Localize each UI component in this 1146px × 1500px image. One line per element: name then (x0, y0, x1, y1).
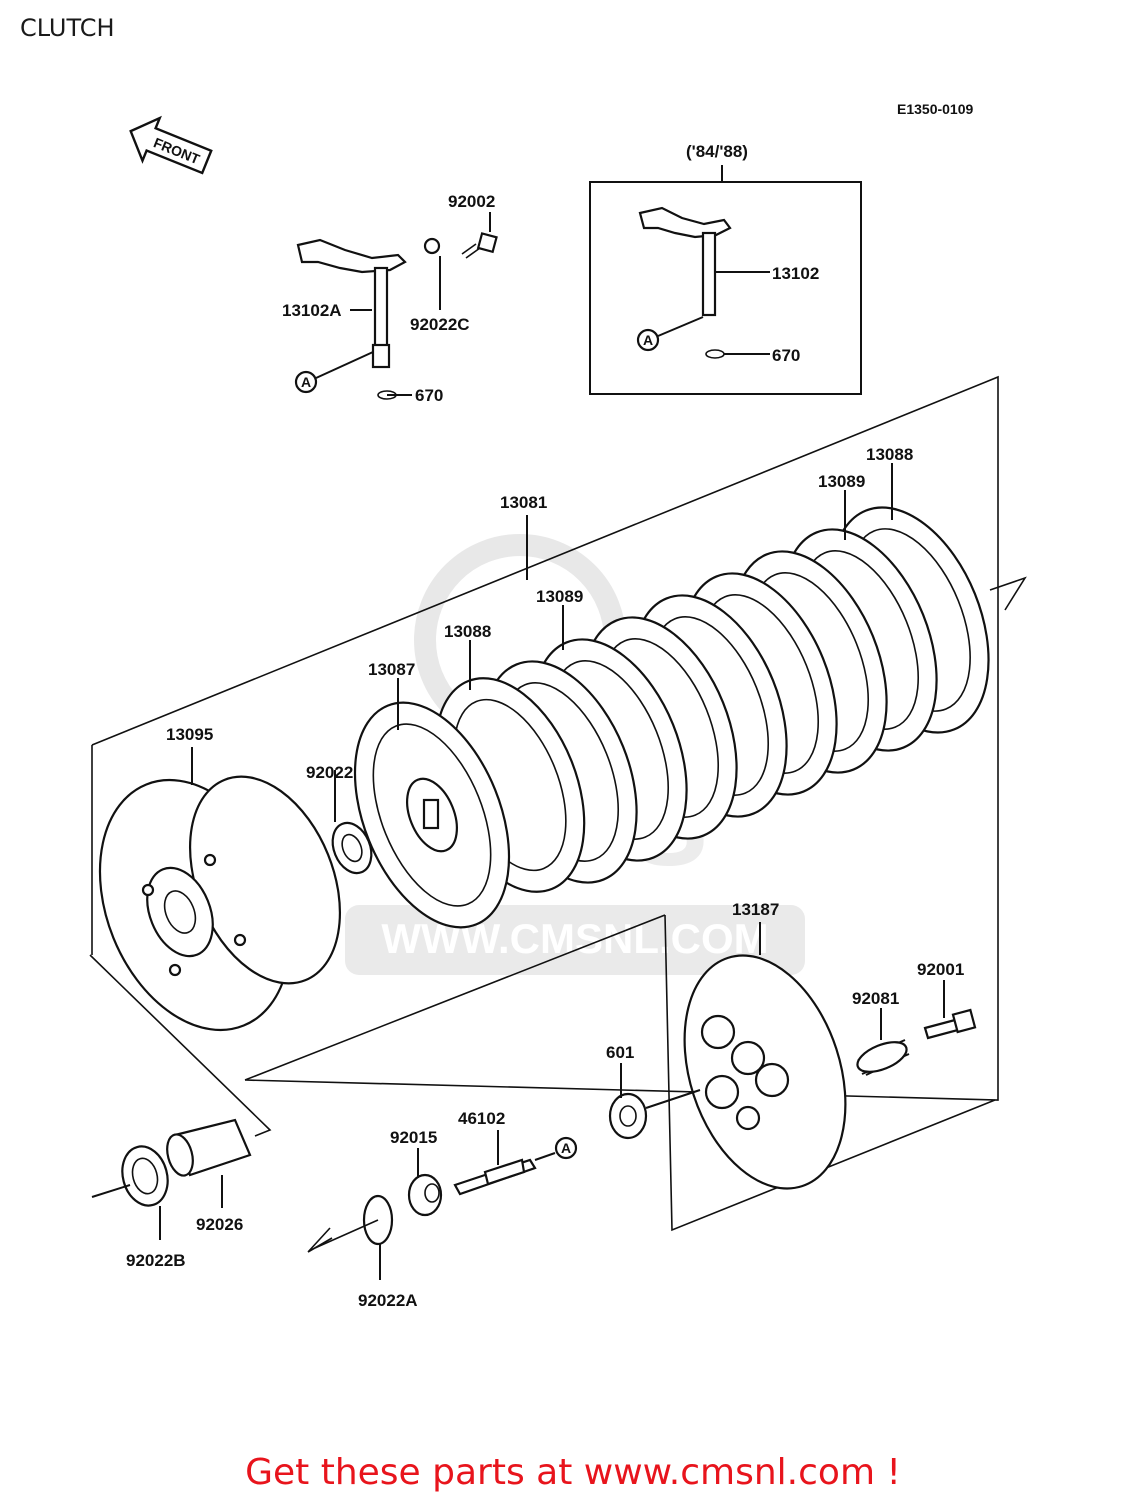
part-92022: 92022 (306, 763, 353, 782)
washer-92022 (331, 770, 373, 875)
part-92022A: 92022A (358, 1291, 418, 1310)
ref-a-left: A (301, 374, 311, 390)
part-13087: 13087 (368, 660, 415, 679)
part-13089-left: 13089 (536, 587, 583, 606)
part-13102: 13102 (772, 264, 819, 283)
part-670-left: 670 (415, 386, 443, 405)
part-13088-right: 13088 (866, 445, 913, 464)
part-92022B: 92022B (126, 1251, 186, 1270)
variant-label: ('84/'88) (686, 142, 748, 161)
clutch-plate-stack (434, 506, 990, 893)
part-46102: 46102 (458, 1109, 505, 1128)
push-rod-assembly: A (407, 1130, 578, 1217)
diagram-code: E1350-0109 (897, 101, 974, 117)
ref-a-pushrod: A (561, 1140, 571, 1156)
part-13095: 13095 (166, 725, 213, 744)
part-92001: 92001 (917, 960, 964, 979)
part-670-box: 670 (772, 346, 800, 365)
part-13187: 13187 (732, 900, 779, 919)
part-13089-right: 13089 (818, 472, 865, 491)
bushing-and-washer (91, 1118, 252, 1240)
clutch-housing (98, 747, 342, 1032)
ref-a-box: A (643, 332, 653, 348)
part-92026: 92026 (196, 1215, 243, 1234)
front-arrow-icon: FRONT (129, 115, 213, 175)
clutch-release-shaft-group: 670 13102A A 92002 92022C (282, 192, 498, 405)
part-92015: 92015 (390, 1128, 437, 1147)
part-labels: 13081 13088 13089 13089 13088 13087 1309… (126, 445, 964, 1310)
pressure-plate (683, 922, 847, 1190)
part-13088-left: 13088 (444, 622, 491, 641)
part-92022C: 92022C (410, 315, 470, 334)
part-13102A: 13102A (282, 301, 342, 320)
washer-92022A (307, 1194, 394, 1280)
part-601: 601 (606, 1043, 634, 1062)
clutch-hub (353, 701, 511, 929)
leader-lines (397, 463, 893, 730)
page-title: CLUTCH (20, 14, 115, 42)
part-92002: 92002 (448, 192, 495, 211)
bearing-601 (608, 1063, 701, 1140)
spring-and-bolt (856, 980, 977, 1076)
part-92081: 92081 (852, 989, 899, 1008)
cta-link[interactable]: Get these parts at www.cmsnl.com ! (245, 1452, 901, 1493)
variant-84-88-box: ('84/'88) 13102 A 670 (589, 142, 862, 395)
part-13081: 13081 (500, 493, 547, 512)
